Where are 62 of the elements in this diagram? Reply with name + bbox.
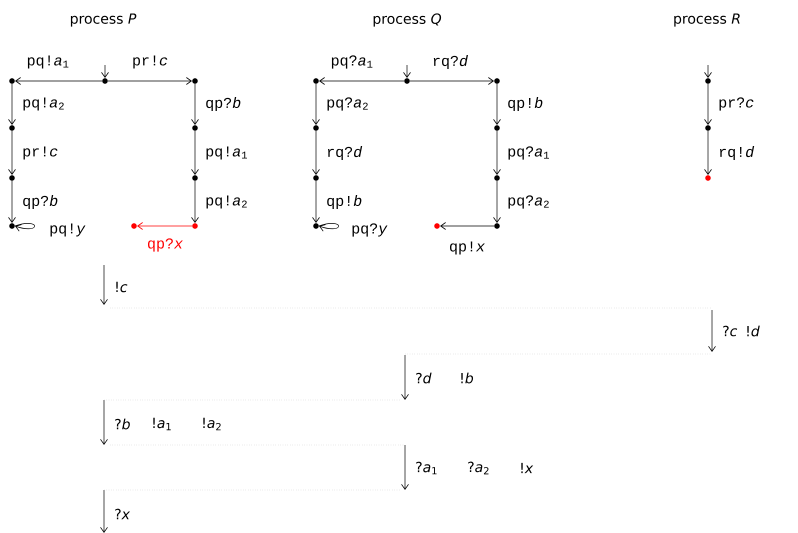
arrow <box>312 130 320 176</box>
message-label: ?d <box>416 372 432 384</box>
edge-label: pr!c <box>21 146 60 160</box>
arrow <box>312 84 320 126</box>
edge-label: qp?b <box>204 96 242 112</box>
arrow <box>191 84 199 126</box>
message-label: ?c <box>723 326 738 336</box>
edge-label: pr?c <box>717 96 756 112</box>
message-label: ?x <box>115 508 130 520</box>
arrow <box>312 180 320 224</box>
message-label: !c <box>116 282 128 292</box>
arrow <box>8 130 16 176</box>
edge-label: pq?y <box>350 222 388 238</box>
edge-label: rq?d <box>431 54 469 70</box>
edge-label: pr!c <box>131 54 169 70</box>
process-heading: process P <box>70 13 136 27</box>
edge-label: qp!b <box>325 194 364 210</box>
message-label: !x <box>521 462 534 474</box>
arrow <box>191 130 199 176</box>
arrow <box>108 77 192 85</box>
arrow <box>101 64 109 78</box>
arrow <box>318 77 404 85</box>
edge-label: rq!d <box>717 145 756 161</box>
message-label: !b <box>461 372 474 384</box>
edge-label: pq?a$_{2}$ <box>325 96 370 112</box>
edge-label: qp?b <box>21 194 60 210</box>
message-label: ?b <box>115 418 130 430</box>
edge-label: qp!x <box>448 240 486 256</box>
edge-label: pq!a$_{1}$ <box>26 54 70 70</box>
arrow <box>440 222 494 230</box>
edge-label: pq!a$_{2}$ <box>21 96 66 112</box>
arrow <box>493 84 501 126</box>
arrow <box>8 180 16 224</box>
arrow <box>136 222 192 230</box>
edge-label: pq!a$_{2}$ <box>204 194 249 210</box>
arrow <box>704 64 712 78</box>
edge-label: pq!y <box>48 222 86 238</box>
edge-label: rq?d <box>325 145 364 161</box>
arrow <box>410 77 494 85</box>
edge-label: pq?a$_{1}$ <box>506 145 552 161</box>
process-heading: process R <box>674 13 740 27</box>
edge-label: pq?a$_{1}$ <box>330 54 374 70</box>
edge-label: pq!a$_{1}$ <box>204 146 249 160</box>
arrow <box>403 64 411 78</box>
arrow <box>493 180 501 224</box>
message-label: ?a$_{2}$ <box>468 462 488 474</box>
arrow <box>8 84 16 126</box>
arrow <box>191 180 199 224</box>
message-label: !a$_{2}$ <box>203 418 221 430</box>
edge-label: pq?a$_{2}$ <box>506 194 552 210</box>
message-label: ?a$_{1}$ <box>416 462 437 474</box>
arrow <box>704 84 712 126</box>
message-label: !d <box>747 326 760 336</box>
edge-label: qp!b <box>506 96 544 112</box>
arrow <box>704 130 712 176</box>
process-heading: process Q <box>374 13 442 27</box>
arrow <box>14 223 35 232</box>
arrow <box>14 77 102 85</box>
message-label: !a$_{1}$ <box>153 418 171 430</box>
arrow <box>493 130 501 176</box>
arrow <box>318 223 339 232</box>
edge-label: qp?x <box>146 237 184 253</box>
